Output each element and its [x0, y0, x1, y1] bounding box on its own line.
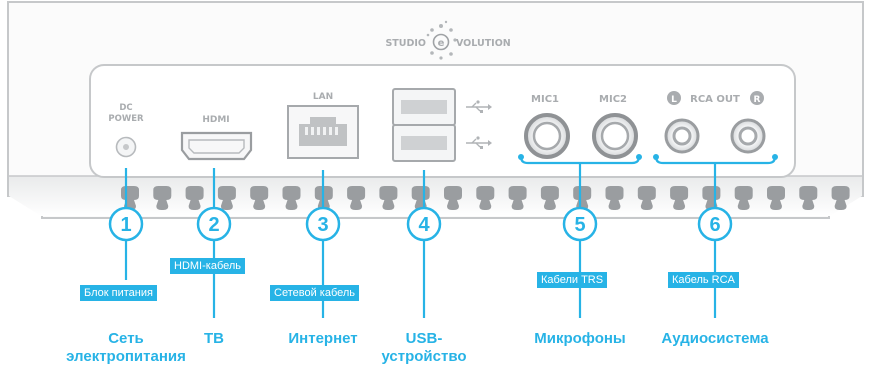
- grille-peg: [379, 186, 398, 210]
- dc-label-top: DC: [119, 103, 132, 113]
- cable-tag-trs: Кабели TRS: [537, 272, 608, 288]
- category-usb-line2: устройство: [381, 348, 467, 365]
- brand-text-left: STUDIO: [385, 38, 426, 49]
- grille-peg: [153, 186, 172, 210]
- category-microphones: Микрофоны: [534, 330, 626, 347]
- grille-peg: [411, 186, 430, 210]
- category-internet: Интернет: [288, 330, 358, 347]
- callout-number-3: 3: [317, 214, 328, 236]
- callout-number-1: 1: [120, 214, 131, 236]
- category-audio-system: Аудиосистема: [661, 330, 769, 347]
- callout-badge-5: 5: [562, 206, 598, 242]
- grille-peg: [799, 186, 818, 210]
- callout-badge-6: 6: [697, 206, 733, 242]
- usb-ports: [392, 88, 456, 162]
- rca-l-letter: L: [671, 95, 677, 105]
- cable-tag-rca: Кабель RCA: [668, 272, 739, 288]
- grille-peg: [670, 186, 689, 210]
- bracket-dots: [518, 154, 778, 160]
- grille-peg: [637, 186, 656, 210]
- mic1-jack: [524, 113, 570, 159]
- brand-e-glyph: e: [438, 38, 445, 49]
- rca-l-badge: L: [667, 91, 681, 105]
- cable-tag-lan: Сетевой кабель: [270, 285, 360, 301]
- grille-peg: [217, 186, 236, 210]
- rca-out-label: RCA OUT: [690, 94, 740, 105]
- callout-lines: [124, 156, 777, 318]
- brand-text-right: VOLUTION: [456, 38, 511, 49]
- grille-peg: [250, 186, 269, 210]
- rca-left-jack: [664, 118, 700, 154]
- grille-peg: [573, 186, 592, 210]
- grille-peg: [508, 186, 527, 210]
- callout-badge-3: 3: [305, 206, 341, 242]
- rca-r-badge: R: [750, 91, 764, 105]
- usb-icon: [466, 100, 492, 149]
- rca-r-letter: R: [754, 95, 761, 105]
- grille-peg: [540, 186, 559, 210]
- grille-peg: [185, 186, 204, 210]
- category-power: Сеть электропитания: [66, 330, 186, 366]
- hdmi-label: HDMI: [202, 115, 229, 125]
- cable-tag-power: Блок питания: [80, 285, 157, 301]
- grille-peg: [605, 186, 624, 210]
- category-tv: ТВ: [204, 330, 224, 347]
- category-usb-line1: USB-: [405, 330, 443, 347]
- callout-badge-2: 2: [196, 206, 232, 242]
- callout-number-2: 2: [208, 214, 219, 236]
- grille-peg: [831, 186, 850, 210]
- hdmi-port: [180, 131, 253, 161]
- mic1-label: MIC1: [531, 94, 559, 105]
- callout-number-4: 4: [418, 214, 430, 236]
- rca-right-jack: [730, 118, 766, 154]
- grille-peg: [767, 186, 785, 210]
- lan-port: [287, 105, 359, 159]
- lan-label: LAN: [313, 92, 333, 102]
- mic2-label: MIC2: [599, 94, 627, 105]
- mic2-jack: [592, 113, 638, 159]
- grille-peg: [734, 186, 753, 210]
- cable-tag-hdmi: HDMI-кабель: [170, 258, 246, 274]
- callout-badge-1: 1: [108, 206, 144, 242]
- category-power-line2: электропитания: [66, 348, 186, 365]
- grille-peg: [347, 186, 366, 210]
- dc-label-bottom: POWER: [108, 114, 144, 124]
- category-usb: USB- устройство: [374, 330, 474, 366]
- callout-number-6: 6: [709, 214, 720, 236]
- grille-peg: [476, 186, 495, 210]
- callout-badge-4: 4: [406, 206, 442, 242]
- brand-logo: STUDIO e VOLUTION: [385, 20, 511, 60]
- grille-peg: [444, 186, 462, 210]
- ventilation-grille: [121, 186, 850, 210]
- dc-power-port: [115, 136, 137, 158]
- category-power-line1: Сеть: [108, 330, 144, 347]
- callout-number-5: 5: [574, 214, 585, 236]
- grille-peg: [282, 186, 301, 210]
